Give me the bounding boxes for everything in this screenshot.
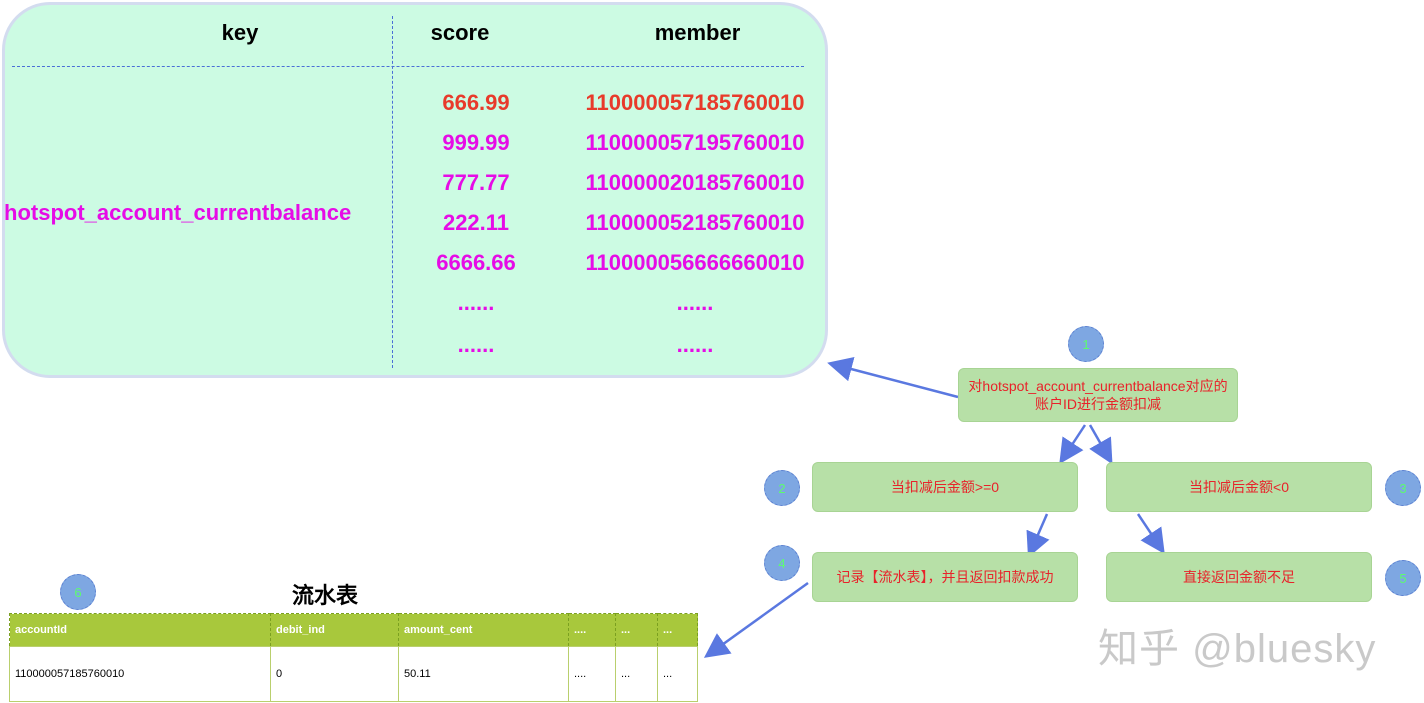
cell-more: .... bbox=[568, 646, 616, 702]
score-ellipsis: ...... bbox=[457, 290, 495, 315]
arrow-step2-to-step4 bbox=[1026, 513, 1050, 558]
step6-badge: 6 bbox=[60, 574, 96, 610]
cell-more: ... bbox=[615, 646, 658, 702]
arrow-step3-to-step5 bbox=[1136, 513, 1165, 555]
column-header-more: .... bbox=[568, 613, 616, 647]
arrow-step4-to-ledger bbox=[703, 581, 809, 658]
zset-panel bbox=[2, 2, 828, 378]
watermark: 知乎 @bluesky bbox=[1098, 627, 1377, 671]
step4-box: 记录【流水表】，并且返回扣款成功 bbox=[812, 552, 1078, 602]
step2-text: 当扣减后金额>=0 bbox=[890, 479, 1000, 495]
column-header-more: ... bbox=[615, 613, 658, 647]
cell-more: ... bbox=[657, 646, 698, 702]
member-value: 110000056666660010 bbox=[585, 250, 805, 275]
cell-accountid: 110000057185760010 bbox=[9, 646, 271, 702]
step5-text: 直接返回金额不足 bbox=[1183, 569, 1295, 585]
table-row: 110000057185760010 0 50.11 .... ... ... bbox=[9, 646, 698, 702]
member-ellipsis: ...... bbox=[676, 290, 714, 315]
step4-badge: 4 bbox=[764, 545, 800, 581]
score-ellipsis: ...... bbox=[457, 332, 495, 357]
cell-amount-cent: 50.11 bbox=[398, 646, 569, 702]
score-value: 777.77 bbox=[442, 170, 510, 195]
member-ellipsis: ...... bbox=[676, 332, 714, 357]
header-key: key bbox=[221, 20, 259, 45]
step2-box: 当扣减后金额>=0 bbox=[812, 462, 1078, 512]
header-divider bbox=[12, 66, 804, 67]
step5-box: 直接返回金额不足 bbox=[1106, 552, 1372, 602]
score-value: 222.11 bbox=[442, 210, 510, 235]
arrow-step1-to-step3 bbox=[1088, 424, 1113, 465]
ledger-table: accountId debit_ind amount_cent .... ...… bbox=[9, 613, 698, 702]
step1-badge: 1 bbox=[1068, 326, 1104, 362]
step3-box: 当扣减后金额<0 bbox=[1106, 462, 1372, 512]
member-value: 110000020185760010 bbox=[585, 170, 805, 195]
member-value: 110000057195760010 bbox=[585, 130, 805, 155]
column-divider bbox=[392, 16, 393, 368]
column-header-accountid: accountId bbox=[9, 613, 271, 647]
column-header-amount-cent: amount_cent bbox=[398, 613, 569, 647]
member-value: 110000057185760010 bbox=[585, 90, 805, 115]
column-header-debit-ind: debit_ind bbox=[270, 613, 399, 647]
score-value: 6666.66 bbox=[436, 250, 516, 275]
step4-text: 记录【流水表】，并且返回扣款成功 bbox=[836, 569, 1054, 585]
cell-debit-ind: 0 bbox=[270, 646, 399, 702]
step3-text: 当扣减后金额<0 bbox=[1189, 479, 1289, 495]
member-value: 110000052185760010 bbox=[585, 210, 805, 235]
score-value: 666.99 bbox=[442, 90, 510, 115]
step1-box: 对hotspot_account_currentbalance对应的账户ID进行… bbox=[958, 368, 1238, 422]
step3-badge: 3 bbox=[1385, 470, 1421, 506]
step5-badge: 5 bbox=[1385, 560, 1421, 596]
column-header-more: ... bbox=[657, 613, 698, 647]
ledger-title: 流水表 bbox=[292, 583, 359, 608]
arrow-step1-to-zset bbox=[827, 356, 959, 399]
step2-badge: 2 bbox=[764, 470, 800, 506]
header-member: member bbox=[654, 20, 741, 45]
header-score: score bbox=[430, 20, 490, 45]
zset-key: hotspot_account_currentbalance bbox=[4, 200, 352, 225]
score-value: 999.99 bbox=[442, 130, 510, 155]
ledger-header-row: accountId debit_ind amount_cent .... ...… bbox=[9, 613, 698, 647]
arrow-step1-to-step2 bbox=[1059, 424, 1087, 465]
step1-text: 对hotspot_account_currentbalance对应的账户ID进行… bbox=[968, 378, 1228, 412]
